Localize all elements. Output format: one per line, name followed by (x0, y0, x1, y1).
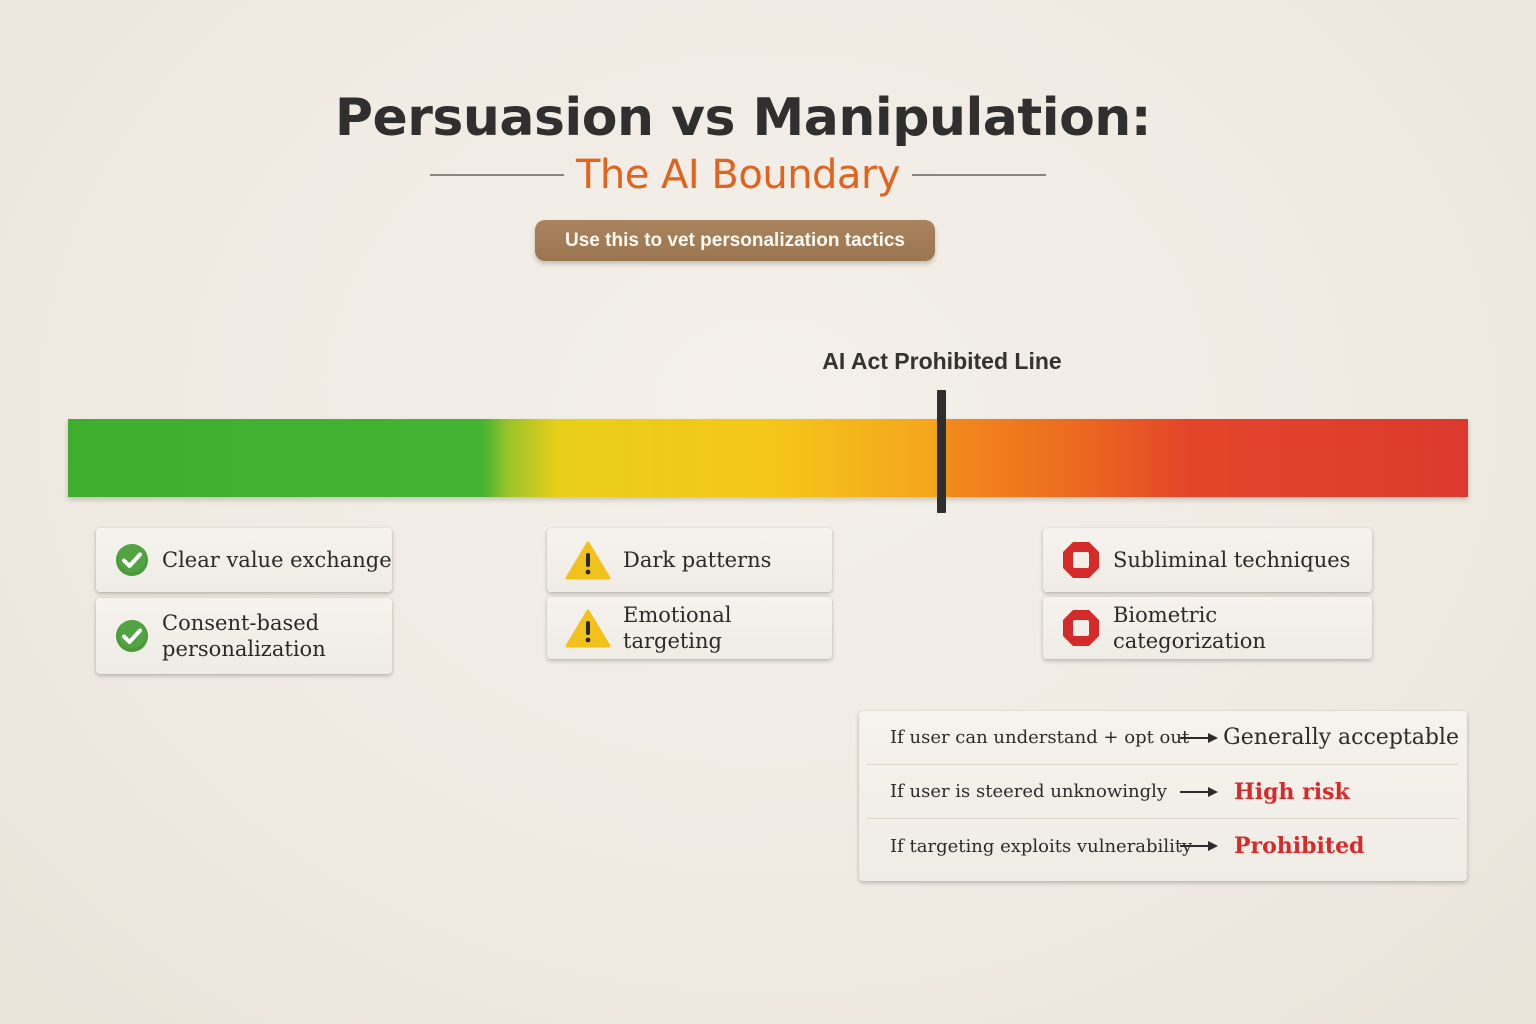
zone-card-risky: Emotional targeting (547, 597, 832, 659)
arrow-right-icon (1180, 786, 1234, 798)
subtitle-rule-right (912, 174, 1047, 176)
rule-condition: If targeting exploits vulnerability (890, 835, 1193, 857)
rule-outcome: High risk (1234, 778, 1350, 805)
subtitle-row: The AI Boundary (0, 152, 1476, 198)
decision-rules-table: If user can understand + opt out General… (859, 711, 1467, 881)
rule-row: If targeting exploits vulnerability Proh… (867, 819, 1459, 873)
zone-item-label: Subliminal techniques (1113, 548, 1351, 572)
rule-row: If user is steered unknowingly High risk (867, 765, 1459, 819)
zone-item-label: Consent-based personalization (162, 611, 326, 661)
zone-card-prohibited: Subliminal techniques (1043, 528, 1372, 592)
zone-item-label: Emotional targeting (623, 603, 732, 653)
warning-triangle-icon (565, 541, 611, 580)
zone-item-label: Biometric categorization (1113, 603, 1266, 653)
page-title: Persuasion vs Manipulation: (334, 88, 1152, 148)
rule-outcome: Prohibited (1234, 833, 1365, 859)
rule-condition: If user is steered unknowingly (890, 781, 1168, 802)
subtitle-rule-left (429, 174, 564, 176)
page-subtitle: The AI Boundary (575, 152, 901, 198)
arrow-right-icon (1180, 840, 1234, 852)
usage-pill: Use this to vet personalization tactics (535, 220, 935, 261)
zone-card-acceptable: Consent-based personalization (96, 598, 392, 674)
rule-condition: If user can understand + opt out (890, 727, 1190, 748)
zone-item-label: Clear value exchange (162, 548, 392, 572)
stop-octagon-icon (1061, 540, 1101, 580)
check-circle-icon (114, 542, 150, 578)
prohibited-line-label: AI Act Prohibited Line (822, 348, 1062, 374)
rule-outcome: Generally acceptable (1223, 725, 1459, 750)
arrow-right-icon (1180, 732, 1223, 744)
zone-card-acceptable: Clear value exchange (96, 528, 392, 592)
prohibited-line-marker (937, 390, 946, 513)
warning-triangle-icon (565, 609, 611, 648)
check-circle-icon (114, 618, 150, 654)
zone-card-risky: Dark patterns (547, 528, 832, 592)
zone-card-prohibited: Biometric categorization (1043, 597, 1372, 659)
zone-item-label: Dark patterns (623, 548, 772, 572)
risk-spectrum-bar (68, 419, 1468, 497)
stop-octagon-icon (1061, 608, 1101, 648)
rule-row: If user can understand + opt out General… (867, 711, 1459, 765)
